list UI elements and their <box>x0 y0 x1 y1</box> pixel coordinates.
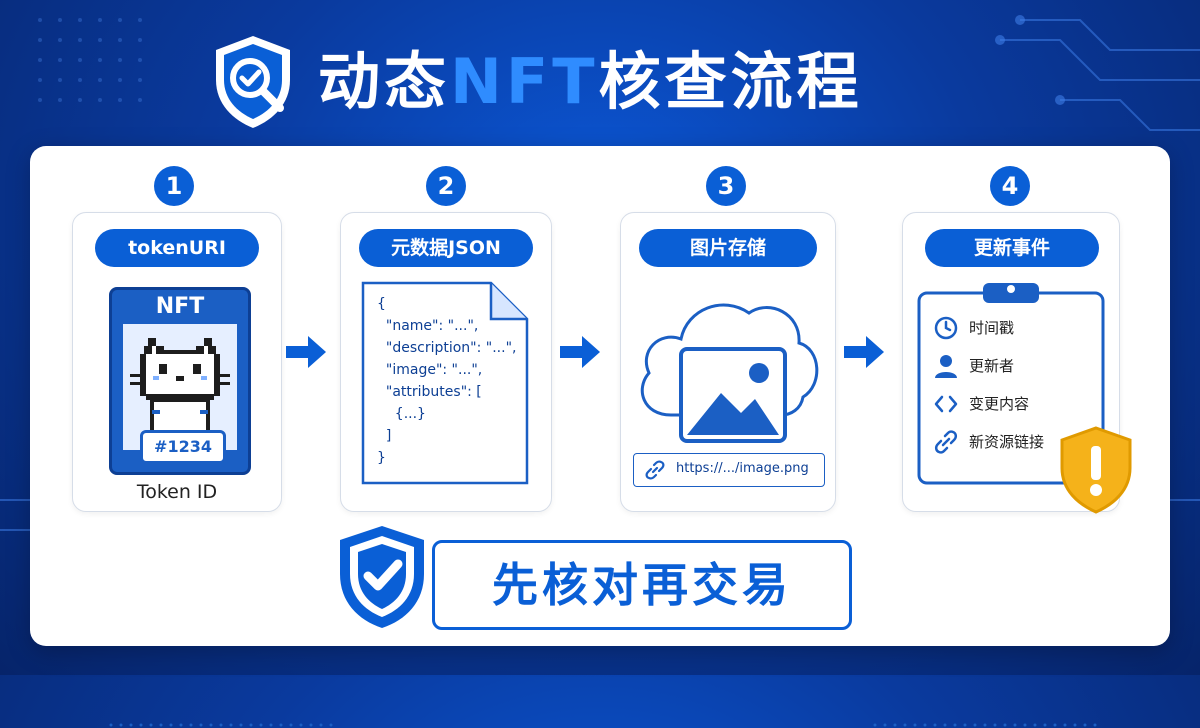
json-line: "description": "...", <box>377 340 517 356</box>
step-4-number: 4 <box>990 166 1030 206</box>
token-number-badge: #1234 <box>140 430 226 464</box>
clipboard-icon <box>917 283 1105 485</box>
step-2-label: 元数据JSON <box>359 229 533 267</box>
nft-card: NFT <box>109 287 251 475</box>
event-item-changes: 变更内容 <box>933 391 1093 417</box>
json-line: "name": "...", <box>377 318 479 334</box>
event-item-timestamp: 时间戳 <box>933 315 1093 341</box>
json-line: } <box>377 450 386 466</box>
step-card-metadata-json: 元数据JSON { "name": "...", "description": … <box>340 212 552 512</box>
link-icon <box>934 430 958 454</box>
event-item-new-link: 新资源链接 <box>933 429 1093 455</box>
user-icon <box>935 355 957 378</box>
header: 动态NFT核查流程 <box>0 20 1200 140</box>
step-card-image-storage: 图片存储 https://.../image.png <box>620 212 836 512</box>
json-line: "attributes": [ <box>377 384 482 400</box>
check-shield-icon <box>340 526 424 628</box>
event-item-label: 更新者 <box>969 357 1015 375</box>
step-2-number: 2 <box>426 166 466 206</box>
step-1-label: tokenURI <box>95 229 259 267</box>
slogan-box: 先核对再交易 <box>432 540 852 630</box>
token-id-caption: Token ID <box>136 481 218 503</box>
shield-search-icon <box>216 36 290 128</box>
step-card-token-uri: tokenURI NFT <box>72 212 282 512</box>
image-url-text: https://.../image.png <box>676 461 809 476</box>
json-document-icon <box>361 281 529 485</box>
step-3-number: 3 <box>706 166 746 206</box>
event-item-label: 时间戳 <box>969 319 1015 337</box>
json-line: { <box>377 296 386 312</box>
arrow-right-icon <box>844 336 884 368</box>
page-title: 动态NFT核查流程 <box>318 42 863 122</box>
event-item-updater: 更新者 <box>933 353 1093 379</box>
event-item-label: 新资源链接 <box>969 433 1045 451</box>
json-line: ] <box>377 428 392 444</box>
json-line: {...} <box>377 406 426 422</box>
step-3-label: 图片存储 <box>639 229 817 267</box>
arrow-right-icon <box>560 336 600 368</box>
warning-shield-icon <box>1060 426 1132 514</box>
json-content: { "name": "...", "description": "...", "… <box>377 293 516 469</box>
nft-card-label: NFT <box>155 294 205 319</box>
background-circuit-decoration <box>0 15 1200 531</box>
image-url-box: https://.../image.png <box>633 453 825 487</box>
cloud-image-icon <box>640 303 819 443</box>
step-1-number: 1 <box>154 166 194 206</box>
dotted-divider-left <box>109 723 338 727</box>
slogan-text: 先核对再交易 <box>492 558 792 612</box>
title-accent: NFT <box>450 45 599 118</box>
link-icon <box>645 460 665 480</box>
pixel-cat-image <box>123 324 237 450</box>
title-suffix: 核查流程 <box>598 45 863 118</box>
title-prefix: 动态 <box>318 45 451 118</box>
json-line: "image": "...", <box>377 362 483 378</box>
dotted-divider-right <box>873 723 1102 727</box>
event-item-label: 变更内容 <box>969 395 1030 413</box>
code-icon <box>934 395 958 413</box>
clock-icon <box>934 316 958 340</box>
cat-icon <box>130 338 230 434</box>
arrow-right-icon <box>286 336 326 368</box>
step-4-label: 更新事件 <box>925 229 1099 267</box>
